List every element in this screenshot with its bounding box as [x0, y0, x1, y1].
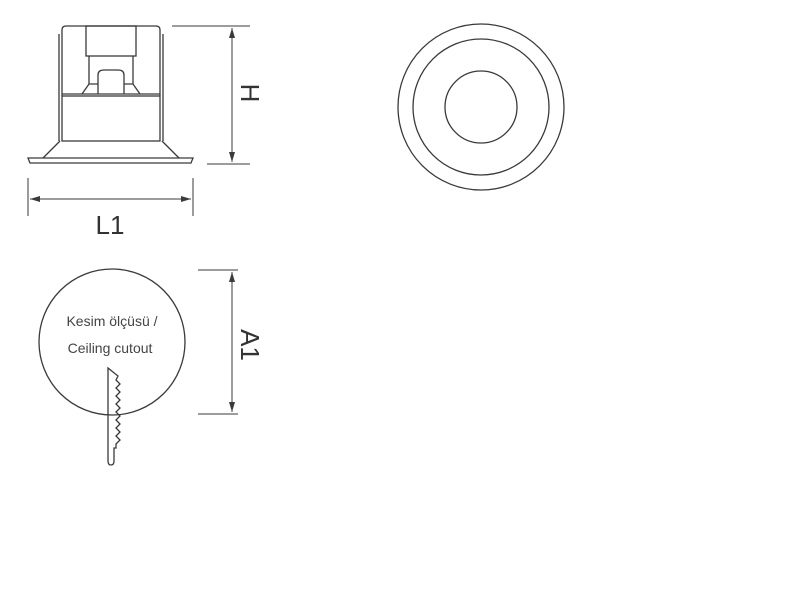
cutout-note-line1: Kesim ölçüsü /: [66, 313, 157, 329]
height-dimension: H: [172, 25, 265, 165]
cutout-view: Kesim ölçüsü / Ceiling cutout: [38, 268, 186, 466]
cutout-note-line2: Ceiling cutout: [68, 340, 153, 356]
cutout-dimension: A1: [198, 269, 265, 415]
length-dimension: L1: [27, 178, 194, 240]
cutout-dimension-label: A1: [235, 329, 265, 361]
length-label: L1: [96, 210, 125, 240]
side-view: [27, 25, 194, 164]
saw-blade-icon: [107, 366, 121, 466]
height-label: H: [235, 84, 265, 103]
front-view: [397, 23, 565, 191]
